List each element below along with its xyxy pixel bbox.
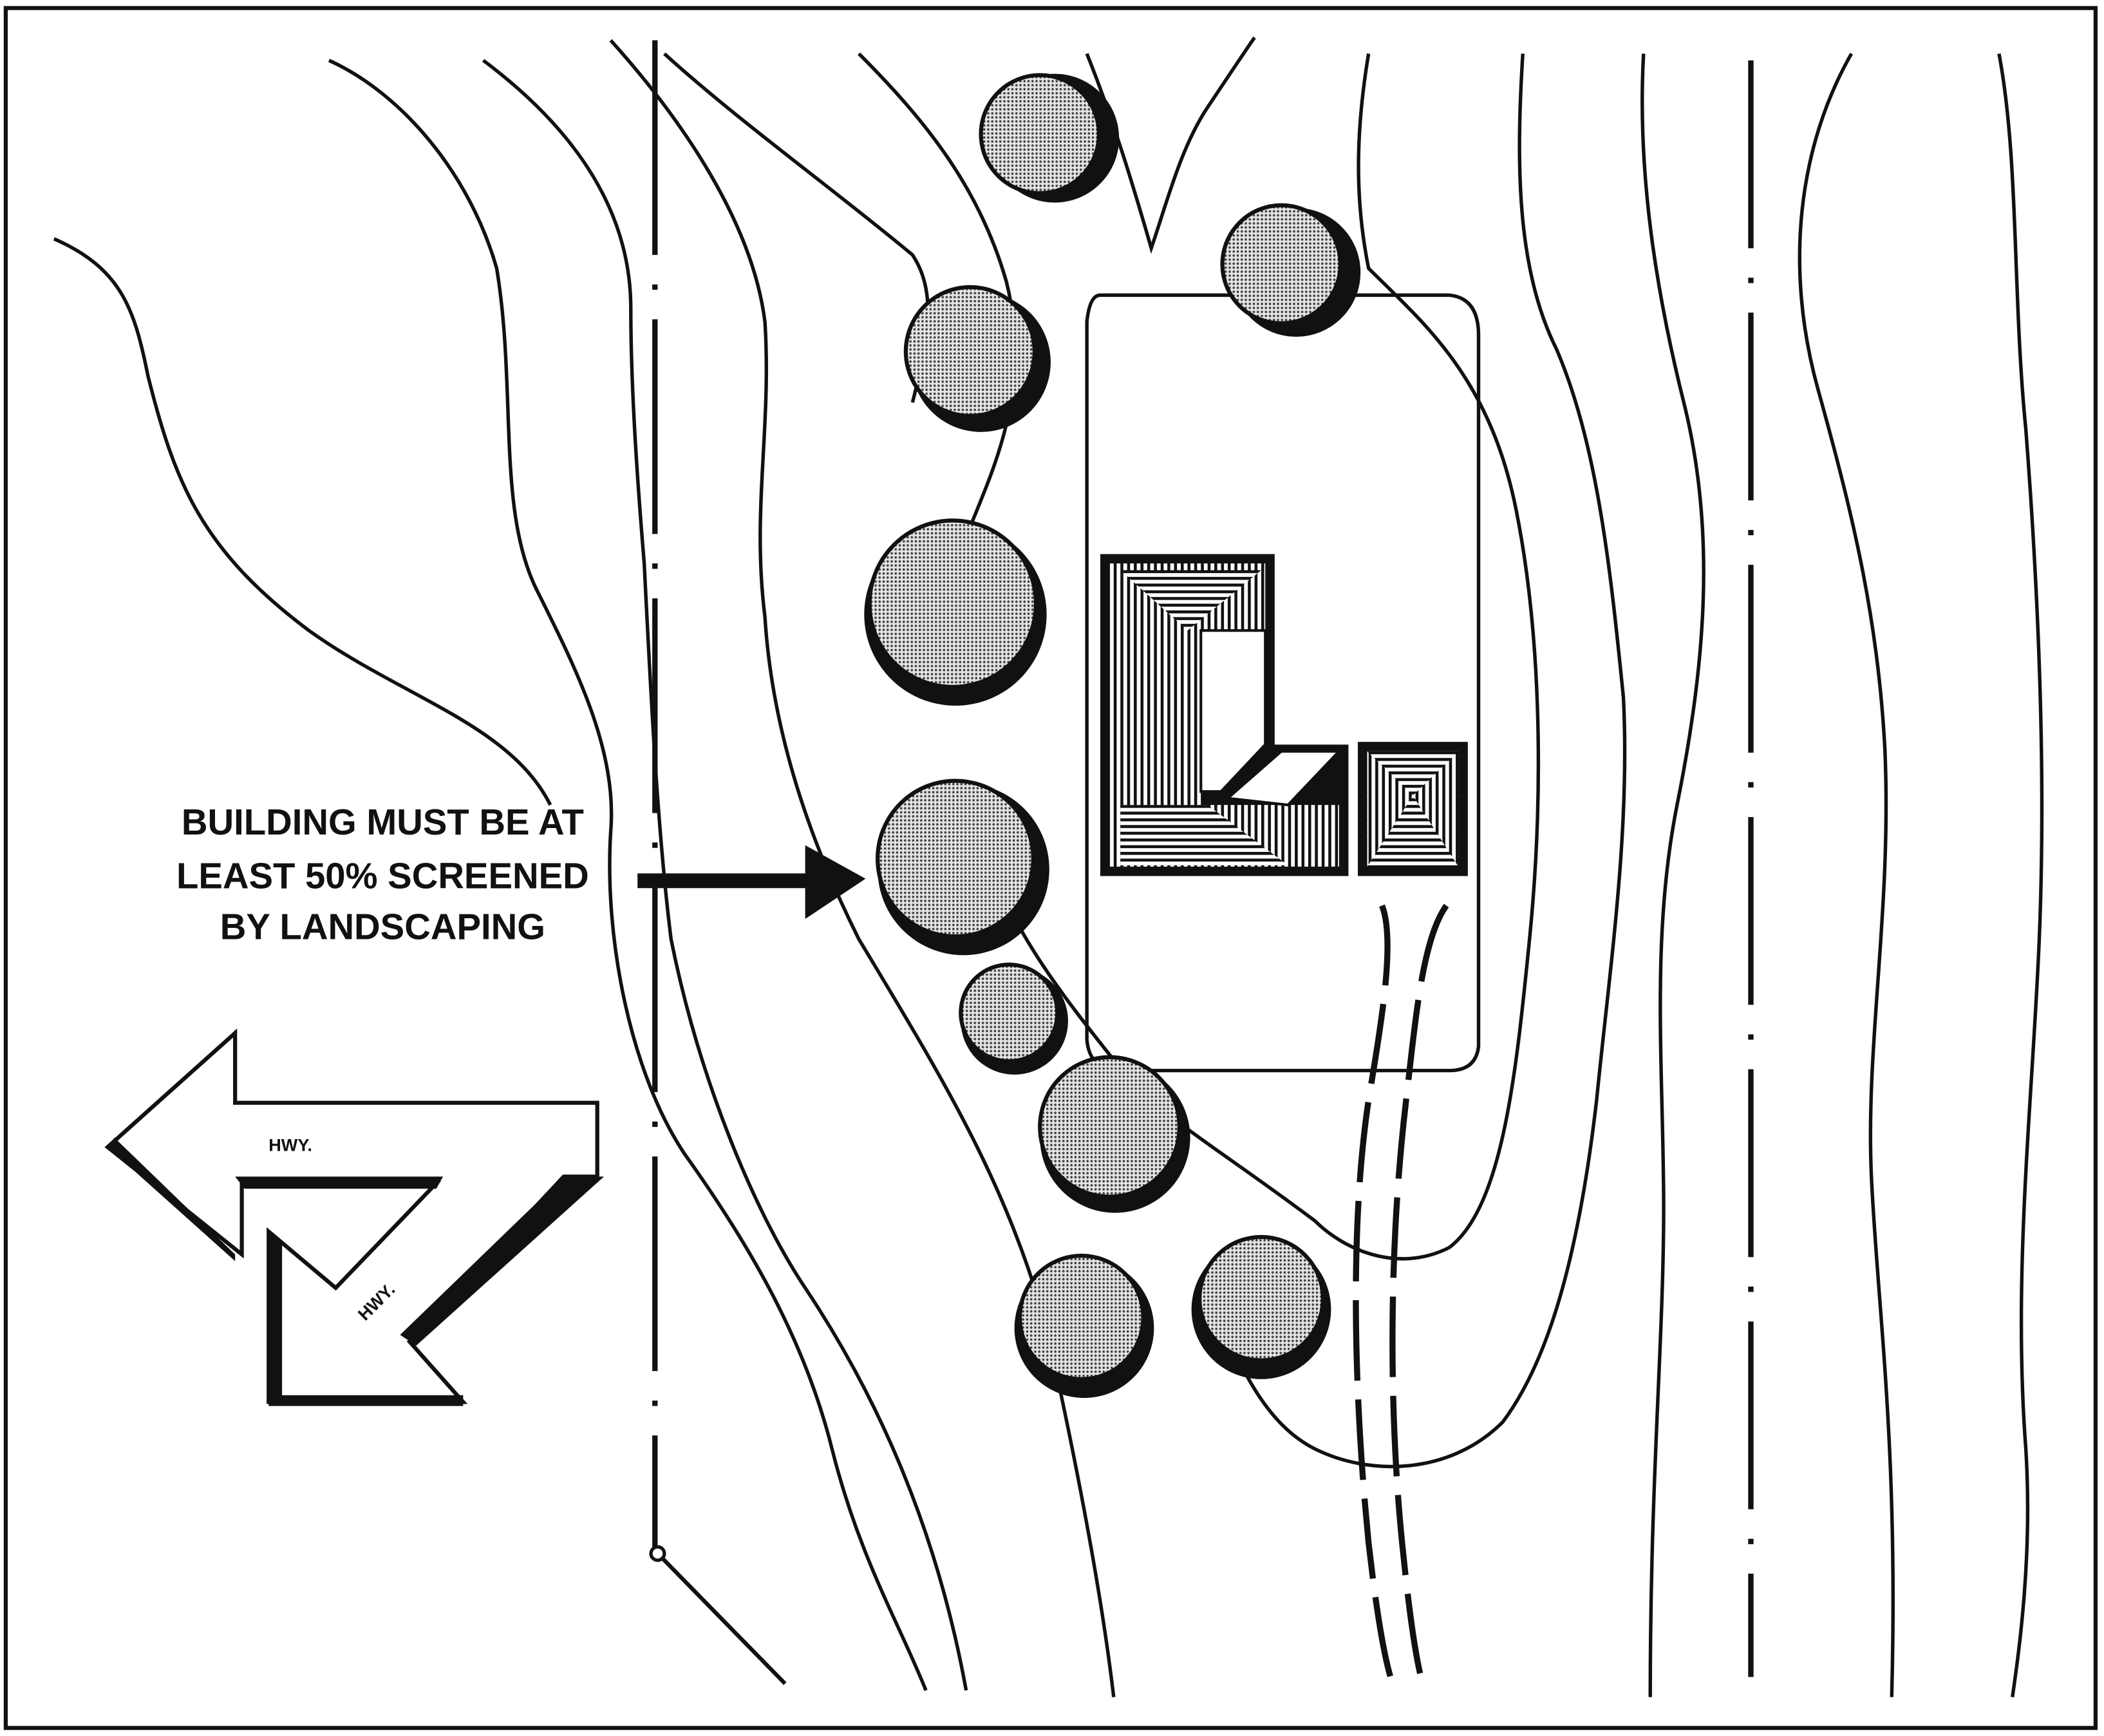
- tree: [1038, 1055, 1190, 1213]
- tree: [1191, 1234, 1331, 1379]
- contour-lines: [53, 36, 2044, 1697]
- highway-direction-arrows: HWY. HWY.: [104, 1028, 605, 1406]
- trees: [864, 73, 1361, 1398]
- driveway: [1353, 903, 1449, 1692]
- hwy-west-label: HWY.: [268, 1135, 312, 1155]
- tree: [1014, 1253, 1154, 1398]
- callout-arrow: [637, 845, 866, 920]
- property-line-west: [649, 40, 787, 1685]
- tree: [876, 778, 1049, 956]
- tree: [864, 518, 1047, 706]
- main-building: [1100, 554, 1349, 876]
- callout-line-2: LEAST 50% SCREENED: [176, 855, 589, 896]
- tree: [959, 962, 1069, 1075]
- screening-callout: BUILDING MUST BE AT LEAST 50% SCREENED B…: [176, 802, 866, 947]
- tree: [903, 285, 1051, 432]
- accessory-building: [1358, 742, 1468, 876]
- callout-line-1: BUILDING MUST BE AT: [182, 802, 584, 842]
- tree: [1220, 203, 1361, 337]
- site-pad-outline: [1085, 293, 1481, 1073]
- frame-border: [3, 6, 2098, 1730]
- callout-line-3: BY LANDSCAPING: [220, 906, 545, 947]
- tree: [979, 73, 1120, 203]
